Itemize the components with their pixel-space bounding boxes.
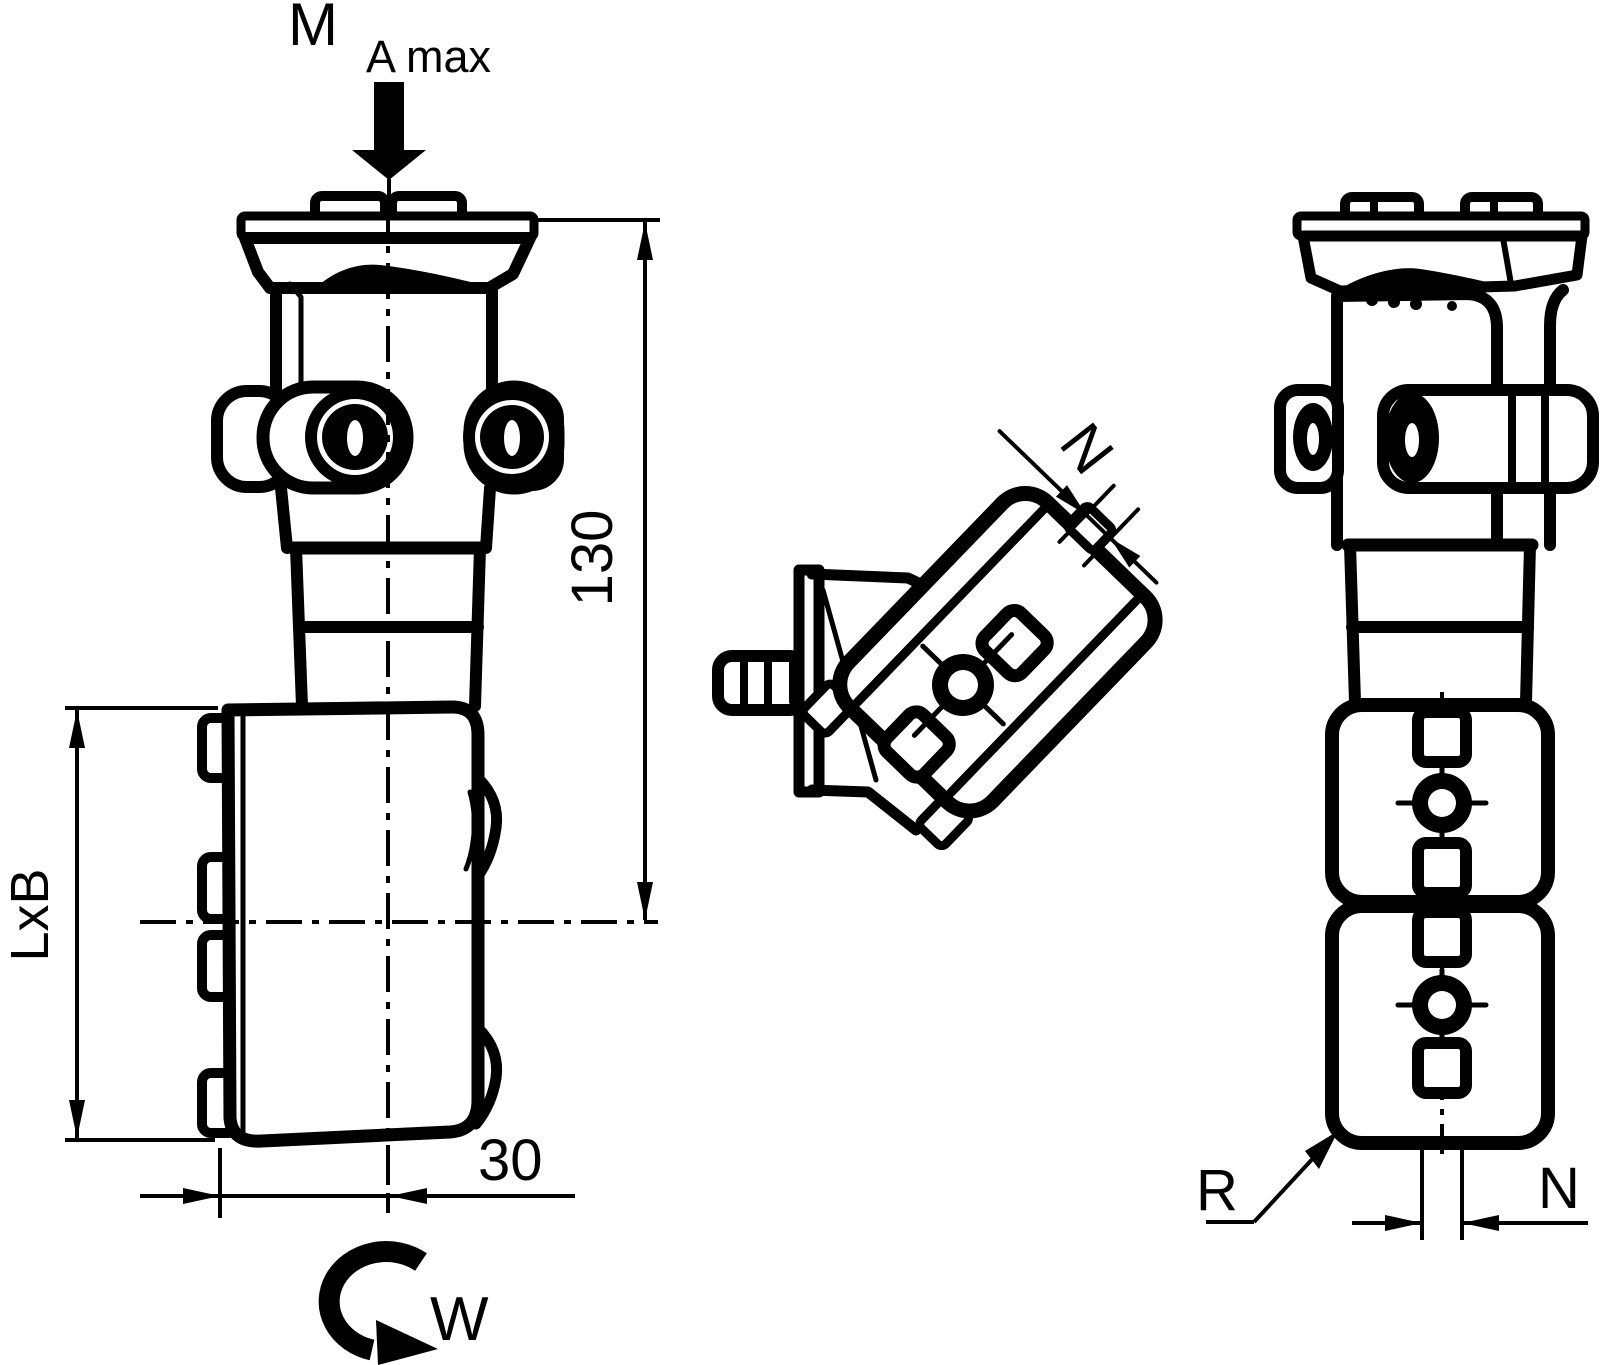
cap-blade	[1338, 268, 1500, 294]
dim-130-label: 130	[560, 510, 625, 607]
side-view	[1274, 192, 1599, 1160]
axial-force-arrow-icon	[352, 82, 426, 202]
body-edge-detail	[287, 281, 304, 391]
dim-n-mid-lines	[997, 429, 1159, 585]
gland-bump-inner	[463, 789, 477, 872]
dim-n-mid-label: N	[1047, 411, 1126, 486]
bolt-side	[1274, 384, 1599, 494]
radius-leader	[1206, 1131, 1338, 1224]
dim-30	[140, 1148, 575, 1218]
slot-nut-square	[877, 705, 956, 784]
dim-lxb	[65, 706, 218, 1142]
connector-stub	[712, 650, 810, 716]
dim-n-right	[1352, 1150, 1588, 1240]
gland-bump	[472, 772, 503, 882]
mount-hole-crosshair-icon	[1395, 967, 1489, 1043]
rotation-label: W	[430, 1285, 489, 1354]
gland-bump	[470, 1022, 503, 1130]
cap-blade	[318, 264, 480, 292]
torque-label-sub: A max	[366, 31, 492, 82]
slot-nut-square	[1412, 906, 1472, 968]
screw-icon	[305, 387, 405, 487]
tilted-bottom-view	[712, 429, 1163, 851]
dim-130	[533, 218, 660, 920]
mount-hole-crosshair-icon	[1395, 765, 1489, 841]
front-view	[140, 82, 658, 1165]
slot-nut-square	[1412, 837, 1472, 899]
mount-hole-crosshair-icon	[911, 632, 1015, 738]
rotated-block	[798, 429, 1163, 851]
slot-nut-square	[975, 603, 1054, 683]
dim-30-label: 30	[478, 1128, 543, 1193]
torque-label-main: M	[288, 0, 338, 58]
dim-n-right-label: N	[1538, 1156, 1580, 1221]
dim-lxb-label: LxB	[0, 868, 60, 961]
screw-icon	[463, 388, 561, 486]
slot-nut-square	[1412, 706, 1472, 768]
rotation-arrow-icon	[318, 1241, 438, 1365]
terminal-block	[221, 700, 485, 1148]
slot-nut-square	[1412, 1037, 1472, 1099]
radius-label: R	[1196, 1158, 1238, 1223]
